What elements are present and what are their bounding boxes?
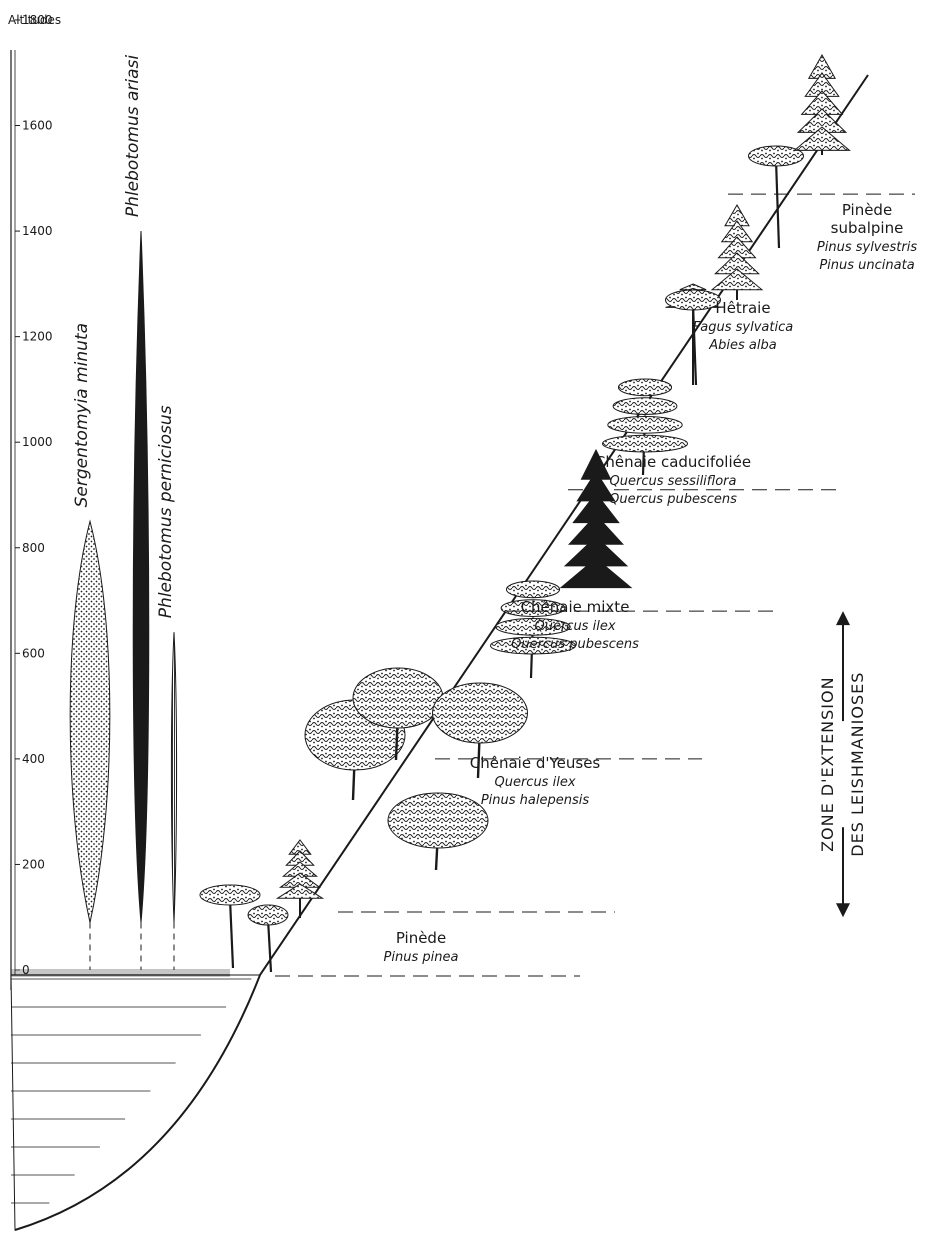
tree-foliage-tier	[275, 883, 325, 899]
tree-foliage-tier	[559, 557, 633, 589]
arrow-up-icon	[836, 611, 850, 626]
conifer-tree	[710, 203, 764, 300]
axis-tick-label: 200	[22, 857, 45, 871]
zone-name: Chênaie d'Yeuses	[470, 754, 601, 772]
tree-canopy	[665, 289, 721, 311]
tree-canopy	[199, 884, 261, 906]
tree-foliage-tier	[710, 268, 764, 291]
ground-soil	[10, 969, 261, 1231]
tiered-tree	[490, 580, 576, 679]
axis-ticks: 0200400600800100012001400160018002000 m.	[15, 13, 53, 977]
mountain-slope	[14, 74, 869, 1231]
umbrella-pine-tree	[665, 289, 721, 386]
conifer-tree	[275, 839, 325, 918]
conifer-tree	[793, 53, 851, 155]
axis-tick-label: 800	[22, 541, 45, 555]
zone-latin-name: Quercus sessiliflora	[610, 474, 737, 489]
axis-tick-label: 1000	[22, 435, 53, 449]
tiered-tree	[602, 378, 688, 476]
species-distribution-spindle	[170, 632, 178, 923]
ground-wedge	[10, 974, 261, 1231]
tree-canopy	[247, 904, 289, 926]
species-name: Sergentomyia minuta	[72, 323, 92, 507]
tree-foliage-tier	[505, 580, 561, 599]
species-distribution-spindle	[132, 231, 150, 923]
leishmaniasis-zone-label: ZONE D'EXTENSION	[818, 676, 837, 852]
zone-latin-name: Fagus sylvatica	[693, 320, 793, 335]
tree-illustrations	[199, 53, 851, 973]
zone-name: Hêtraie	[715, 299, 770, 317]
umbrella-pine-tree	[247, 904, 289, 973]
tree-trunk	[691, 303, 698, 386]
zone-name: subalpine	[831, 219, 904, 237]
zone-latin-name: Quercus pubescens	[511, 637, 639, 652]
zone-name: Chênaie mixte	[521, 598, 630, 616]
tree-foliage-tier	[612, 397, 678, 415]
sandfly-species-distributions: Sergentomyia minuta Phlebotomus ariasiPhl…	[69, 55, 178, 970]
species-distribution-spindle	[69, 519, 111, 923]
zone-latin-name: Quercus ilex	[534, 619, 615, 634]
leishmaniasis-zone-indicator: ZONE D'EXTENSION DES LEISHMANIOSES	[818, 611, 867, 918]
axis-tick-label: 400	[22, 752, 45, 766]
fir-tree	[559, 448, 633, 589]
tree-trunk	[266, 918, 273, 973]
zone-latin-name: Pinus sylvestris	[817, 240, 917, 255]
tree-foliage-tier	[602, 434, 688, 453]
axis-tick-label: 1600	[22, 119, 53, 133]
axis-tick-label: 600	[22, 646, 45, 660]
zone-latin-name: Pinus pinea	[384, 950, 459, 965]
tree-foliage-tier	[490, 636, 576, 655]
zone-boundaries	[275, 193, 915, 977]
arrow-down-icon	[836, 903, 850, 918]
tree-trunk	[228, 898, 235, 969]
tree-foliage-tier	[617, 378, 673, 397]
species-name: Phlebotomus perniciosus	[156, 405, 176, 618]
tree-canopy	[748, 145, 804, 167]
tree-canopy	[387, 792, 489, 849]
tree-foliage-tier	[500, 599, 566, 617]
zone-name: Pinède	[396, 929, 446, 947]
tree-foliage-tier	[793, 126, 851, 151]
tree-canopy	[352, 667, 444, 729]
axis-title: Altitudes	[8, 13, 61, 27]
broadleaf-tree	[432, 682, 528, 779]
zone-latin-name: Quercus ilex	[494, 775, 575, 790]
tree-foliage-tier	[607, 416, 683, 434]
species-name: Phlebotomus ariasi	[123, 55, 143, 217]
axis-tick-label: 1200	[22, 330, 53, 344]
axis-tick-label: 1400	[22, 224, 53, 238]
broadleaf-tree	[387, 792, 489, 871]
leishmaniasis-zone-label: DES LEISHMANIOSES	[848, 672, 867, 857]
axis-tick-label: 1800	[22, 13, 53, 27]
zone-latin-name: Abies alba	[708, 338, 776, 353]
tree-foliage-tier	[495, 618, 571, 636]
tree-trunk	[774, 159, 781, 249]
umbrella-pine-tree	[199, 884, 261, 969]
zone-latin-name: Pinus halepensis	[481, 793, 590, 808]
tree-canopy	[432, 682, 528, 744]
umbrella-pine-tree	[748, 145, 804, 249]
zone-latin-name: Pinus uncinata	[819, 258, 914, 273]
altitude-axis: Altitudes 020040060080010001200140016001…	[8, 13, 61, 990]
zone-name: Chênaie caducifoliée	[595, 453, 751, 471]
zone-name: Pinède	[842, 201, 892, 219]
zone-latin-name: Quercus pubescens	[609, 492, 737, 507]
